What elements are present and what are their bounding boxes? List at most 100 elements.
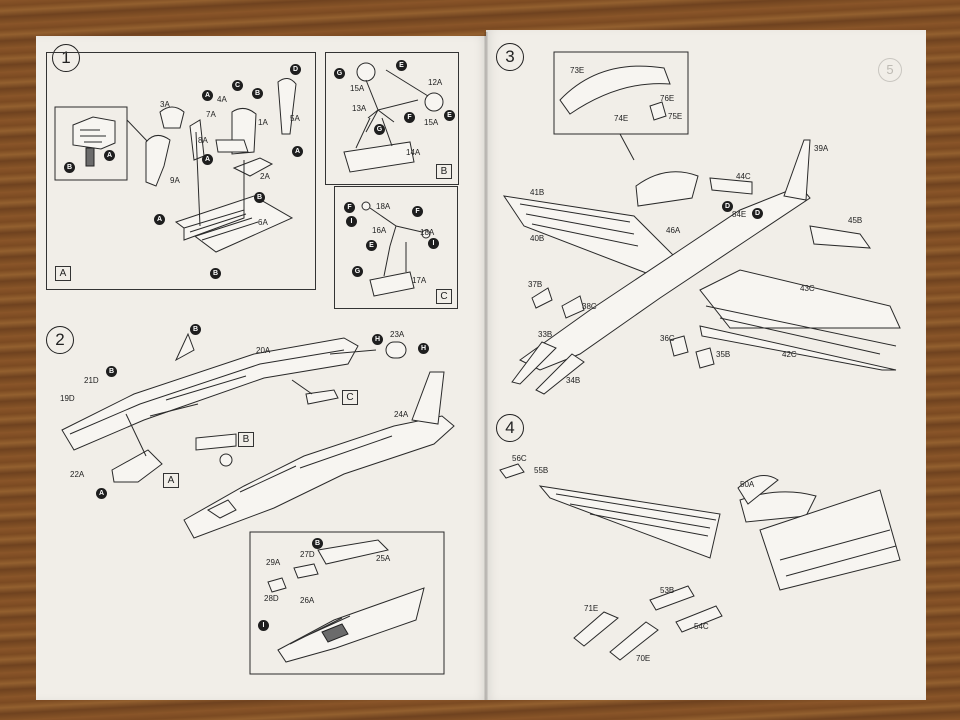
step-number-4: 4 — [496, 414, 524, 442]
part-number: 56C — [512, 454, 527, 463]
page-fold — [484, 32, 488, 700]
subassembly-marker: B — [252, 88, 263, 99]
fuselage-right-half — [183, 371, 455, 539]
part-number: 33B — [538, 330, 553, 339]
page-number: 5 — [878, 58, 902, 82]
subassembly-marker: G — [334, 68, 345, 79]
cockpit-parts — [145, 78, 297, 253]
part-number: 8A — [198, 136, 208, 145]
part-number: 76E — [660, 94, 675, 103]
subassembly-marker: B — [312, 538, 323, 549]
part-number: 75E — [668, 112, 683, 121]
canopy-inset — [553, 51, 689, 161]
subassembly-marker: F — [412, 206, 423, 217]
seat-frame-parts — [343, 62, 444, 173]
subassembly-marker: A — [96, 488, 107, 499]
subassembly-marker: B — [64, 162, 75, 173]
subassembly-marker: F — [344, 202, 355, 213]
part-number: 5A — [290, 114, 300, 123]
part-number: 42C — [782, 350, 797, 359]
panel-label-c: C — [436, 289, 452, 304]
part-number: 26A — [300, 596, 315, 605]
part-number: 19D — [60, 394, 75, 403]
part-number: 21D — [84, 376, 99, 385]
part-number: 6A — [258, 218, 268, 227]
subassembly-marker: I — [258, 620, 269, 631]
part-number: 43C — [800, 284, 815, 293]
part-number: 71E — [584, 604, 599, 613]
part-number: 46A — [666, 226, 681, 235]
part-number: 53B — [660, 586, 675, 595]
step1-panel-a — [46, 52, 316, 290]
part-number: 16A — [372, 226, 387, 235]
part-number: 25A — [376, 554, 391, 563]
part-number: 84E — [732, 210, 747, 219]
step2-small-parts — [111, 341, 407, 483]
subassembly-marker: A — [202, 90, 213, 101]
subassembly-marker: C — [232, 80, 243, 91]
step-number-2: 2 — [46, 326, 74, 354]
part-number: 2A — [260, 172, 270, 181]
step-number-1: 1 — [52, 44, 80, 72]
part-number: 1A — [258, 118, 268, 127]
part-number: 54C — [694, 622, 709, 631]
subassembly-marker: A — [292, 146, 303, 157]
panel-label-a: A — [55, 266, 71, 281]
part-number: 22A — [70, 470, 85, 479]
part-number: 39A — [814, 144, 829, 153]
subassembly-marker: B — [190, 324, 201, 335]
subassembly-marker: E — [366, 240, 377, 251]
part-number: 12A — [428, 78, 443, 87]
subassembly-marker: G — [374, 124, 385, 135]
part-number: 40B — [530, 234, 545, 243]
step-number-3: 3 — [496, 43, 524, 71]
step1-panel-c — [334, 186, 458, 309]
step4-wing-assembly — [499, 463, 901, 661]
part-number: 35B — [716, 350, 731, 359]
part-number: 20A — [256, 346, 271, 355]
subassembly-marker: I — [428, 238, 439, 249]
subassembly-tag-b: B — [238, 432, 254, 447]
subassembly-marker: I — [346, 216, 357, 227]
part-number: 37B — [528, 280, 543, 289]
part-number: 45B — [848, 216, 863, 225]
part-number: 3A — [160, 100, 170, 109]
part-number: 70E — [636, 654, 651, 663]
seat-subassembly-parts — [361, 201, 431, 297]
subassembly-marker: H — [372, 334, 383, 345]
part-number: 29A — [266, 558, 281, 567]
part-number: 15A — [350, 84, 365, 93]
part-number: 14A — [406, 148, 421, 157]
part-number: 55B — [534, 466, 549, 475]
part-number: 50A — [740, 480, 755, 489]
subassembly-marker: A — [104, 150, 115, 161]
part-number: 9A — [170, 176, 180, 185]
subassembly-tag-c: C — [342, 390, 358, 405]
part-number: 36C — [660, 334, 675, 343]
subassembly-marker: D — [752, 208, 763, 219]
cockpit-assembly-inset — [249, 531, 445, 675]
subassembly-marker: D — [290, 64, 301, 75]
subassembly-marker: B — [106, 366, 117, 377]
cockpit-instrument-panel-inset — [54, 106, 149, 181]
subassembly-marker: B — [254, 192, 265, 203]
part-number: 27D — [300, 550, 315, 559]
part-number: 28D — [264, 594, 279, 603]
part-number: 41B — [530, 188, 545, 197]
subassembly-marker: F — [404, 112, 415, 123]
part-number: 34B — [566, 376, 581, 385]
part-number: 18A — [376, 202, 391, 211]
part-number: 7A — [206, 110, 216, 119]
part-number: 74E — [614, 114, 629, 123]
subassembly-marker: H — [418, 343, 429, 354]
fuselage-left-half — [61, 332, 359, 451]
panel-label-b: B — [436, 164, 452, 179]
step1-panel-b — [325, 52, 459, 185]
subassembly-marker: D — [722, 201, 733, 212]
part-number: 24A — [394, 410, 409, 419]
subassembly-tag-a: A — [163, 473, 179, 488]
part-number: 18A — [420, 228, 435, 237]
subassembly-marker: B — [210, 268, 221, 279]
part-number: 15A — [424, 118, 439, 127]
